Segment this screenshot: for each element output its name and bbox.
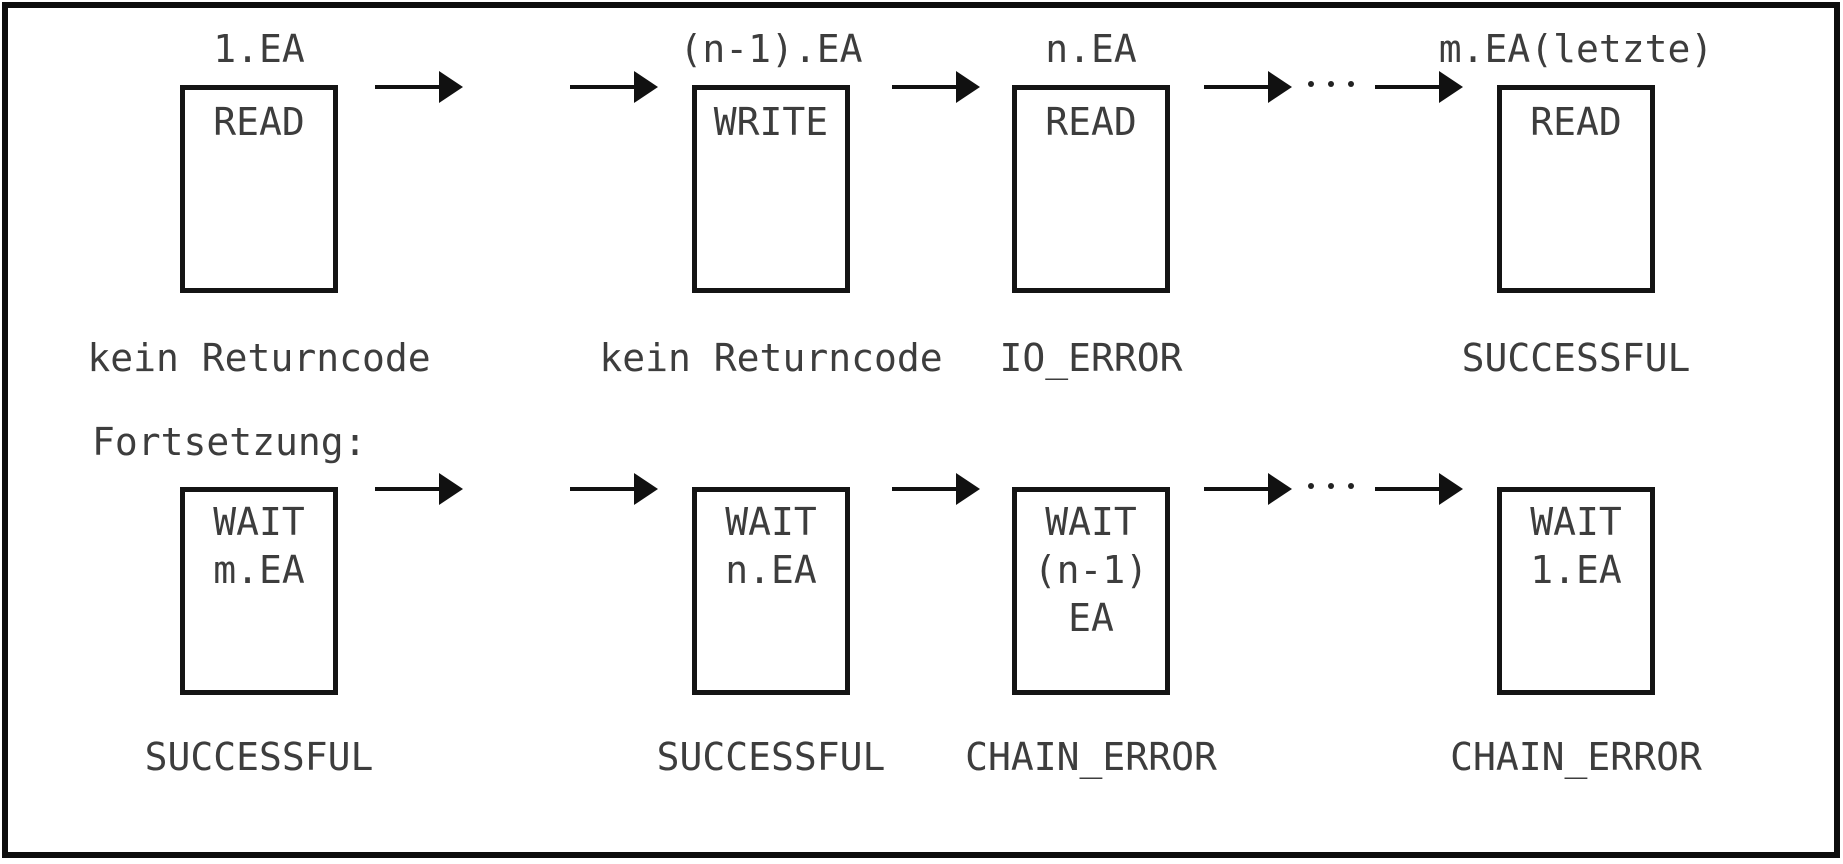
- io-box: WRITE: [692, 85, 850, 293]
- box-operation-line: 1.EA: [1530, 548, 1622, 592]
- returncode-label: kein Returncode: [87, 336, 431, 380]
- returncode-label: SUCCESSFUL: [656, 735, 886, 779]
- arrow-shaft: [892, 85, 958, 89]
- right-arrow-icon: [570, 71, 658, 103]
- arrow-head: [956, 71, 980, 103]
- box-label: m.EA(letzte): [1438, 27, 1714, 71]
- right-arrow-icon: [1375, 71, 1463, 103]
- box-operation-line: n.EA: [725, 548, 817, 592]
- arrow-shaft: [375, 85, 441, 89]
- arrow-shaft: [570, 85, 636, 89]
- box-operation: READ: [1530, 100, 1622, 144]
- box-label: (n-1).EA: [679, 27, 863, 71]
- io-box: READ: [1497, 85, 1655, 293]
- arrow-head: [1268, 473, 1292, 505]
- returncode-label: SUCCESSFUL: [144, 735, 374, 779]
- arrow-head: [1439, 71, 1463, 103]
- ellipsis-dot-icon: [1348, 483, 1354, 489]
- arrow-shaft: [1375, 487, 1441, 491]
- io-box: WAIT m.EA: [180, 487, 338, 695]
- box-operation-line: EA: [1068, 596, 1114, 640]
- box-label: 1.EA: [213, 27, 305, 71]
- box-operation-line: WAIT: [1045, 500, 1137, 544]
- arrow-head: [1268, 71, 1292, 103]
- arrow-head: [1439, 473, 1463, 505]
- arrow-shaft: [1204, 85, 1270, 89]
- arrow-shaft: [570, 487, 636, 491]
- arrow-head: [439, 473, 463, 505]
- returncode-label: IO_ERROR: [999, 336, 1183, 380]
- arrow-shaft: [892, 487, 958, 491]
- returncode-label: CHAIN_ERROR: [1450, 735, 1702, 779]
- arrow-shaft: [1375, 85, 1441, 89]
- io-box: READ: [180, 85, 338, 293]
- continuation-heading: Fortsetzung:: [92, 420, 367, 464]
- right-arrow-icon: [1204, 71, 1292, 103]
- right-arrow-icon: [375, 71, 463, 103]
- arrow-head: [956, 473, 980, 505]
- box-operation-line: m.EA: [213, 548, 305, 592]
- right-arrow-icon: [892, 473, 980, 505]
- io-box: WAIT n.EA: [692, 487, 850, 695]
- ellipsis-dot-icon: [1308, 81, 1314, 87]
- ellipsis-dot-icon: [1348, 81, 1354, 87]
- arrow-head: [634, 473, 658, 505]
- ellipsis-dot-icon: [1308, 483, 1314, 489]
- box-label: n.EA: [1045, 27, 1137, 71]
- box-operation-line: WAIT: [1530, 500, 1622, 544]
- arrow-head: [634, 71, 658, 103]
- ellipsis-dot-icon: [1328, 483, 1334, 489]
- right-arrow-icon: [570, 473, 658, 505]
- ellipsis-dot-icon: [1328, 81, 1334, 87]
- box-operation: READ: [213, 100, 305, 144]
- returncode-label: CHAIN_ERROR: [965, 735, 1217, 779]
- box-operation: WRITE: [713, 100, 829, 144]
- box-operation-line: WAIT: [725, 500, 817, 544]
- box-operation-line: (n-1): [1033, 548, 1149, 592]
- arrow-shaft: [1204, 487, 1270, 491]
- right-arrow-icon: [1204, 473, 1292, 505]
- right-arrow-icon: [375, 473, 463, 505]
- returncode-label: SUCCESSFUL: [1461, 336, 1691, 380]
- io-box: WAIT (n-1) EA: [1012, 487, 1170, 695]
- io-box: WAIT 1.EA: [1497, 487, 1655, 695]
- right-arrow-icon: [1375, 473, 1463, 505]
- right-arrow-icon: [892, 71, 980, 103]
- io-box: READ: [1012, 85, 1170, 293]
- box-operation: READ: [1045, 100, 1137, 144]
- returncode-label: kein Returncode: [599, 336, 943, 380]
- box-operation-line: WAIT: [213, 500, 305, 544]
- arrow-shaft: [375, 487, 441, 491]
- arrow-head: [439, 71, 463, 103]
